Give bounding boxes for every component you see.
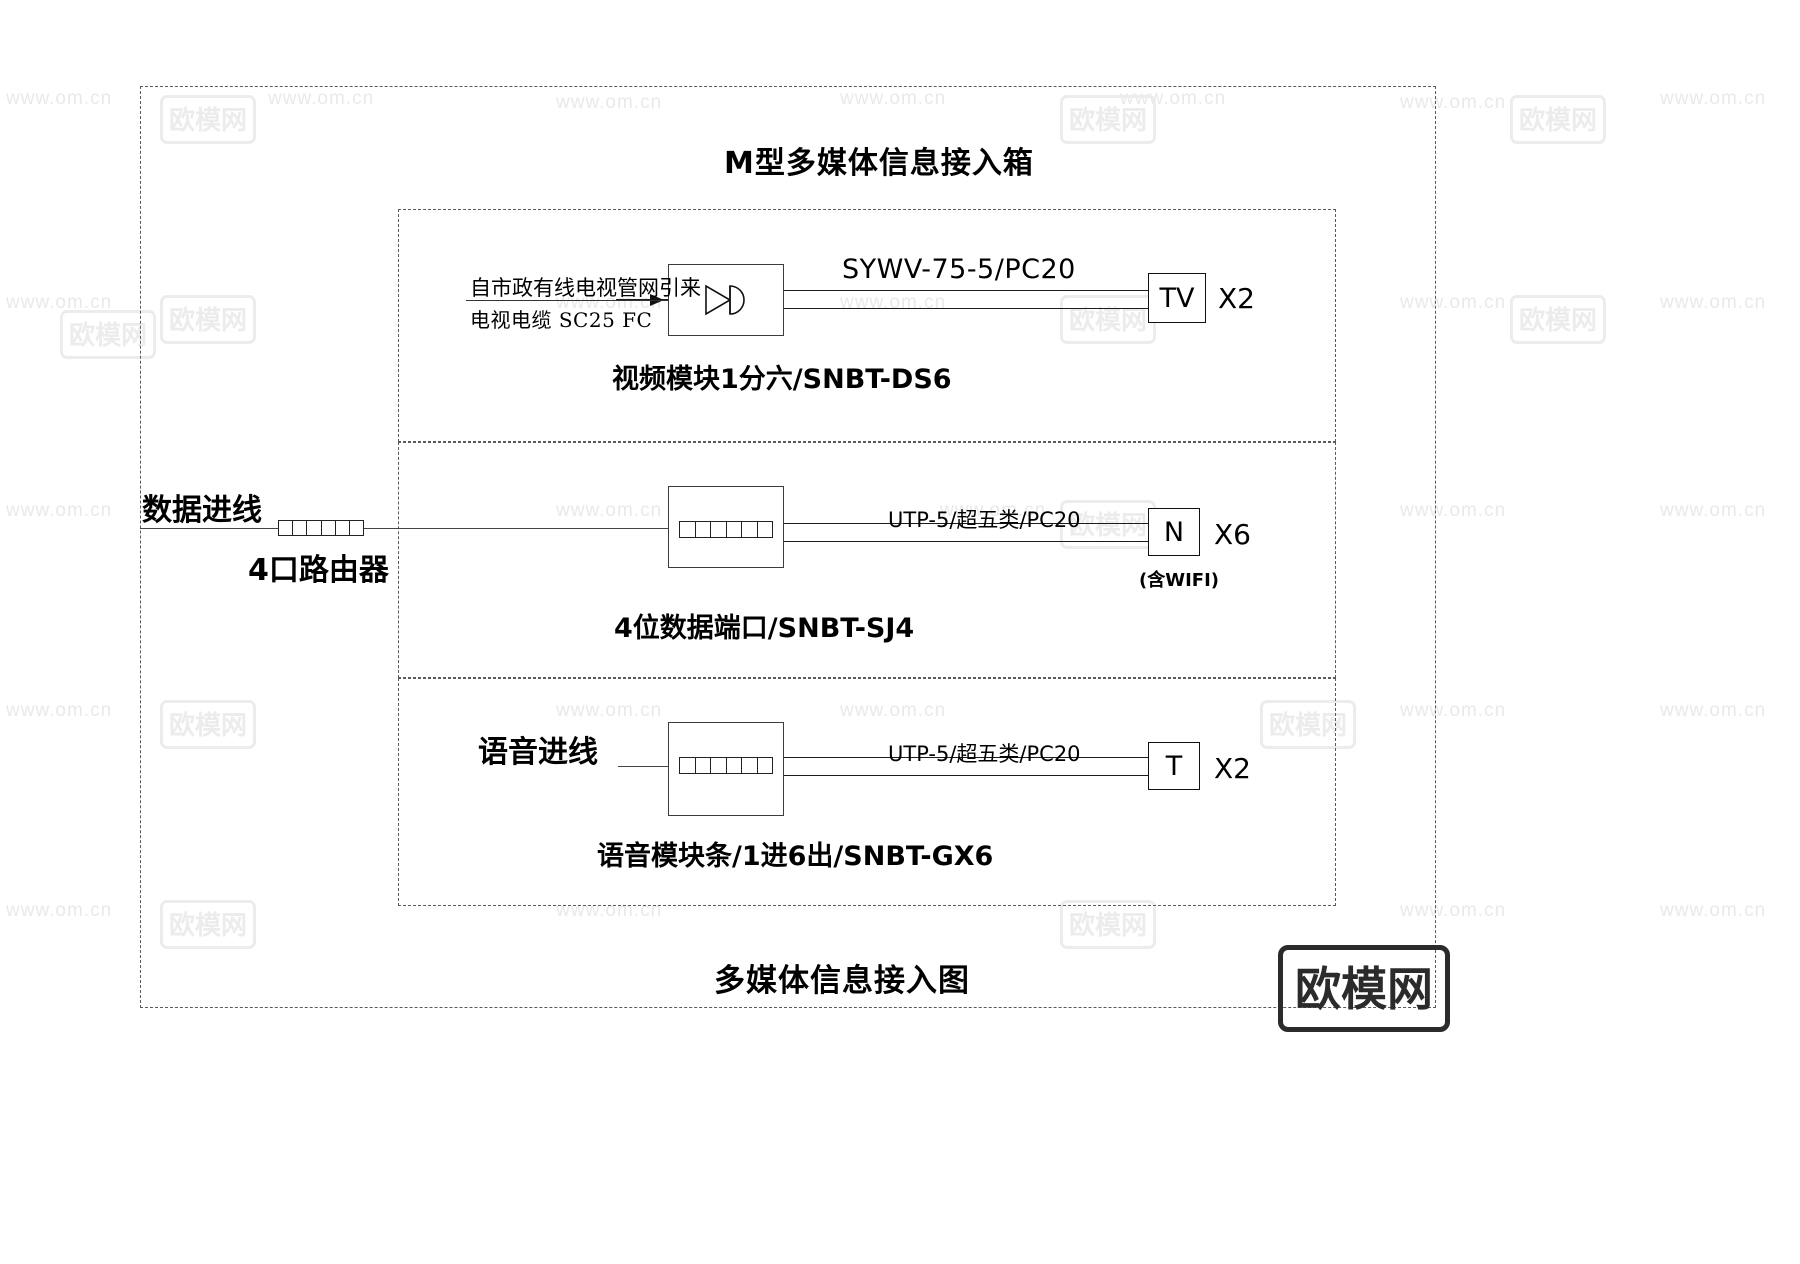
- strip-port: [742, 758, 758, 773]
- strip-port: [758, 758, 773, 773]
- voice-module-label: 语音模块条/1进6出/SNBT-GX6: [597, 841, 994, 872]
- network-terminal-box: N: [1148, 508, 1200, 556]
- data-incoming-label: 数据进线: [142, 493, 262, 528]
- network-terminal-note: (含WIFI): [1139, 570, 1219, 591]
- tv-terminal-qty: X2: [1218, 282, 1255, 315]
- telephone-terminal-box: T: [1148, 742, 1200, 790]
- site-logo-text: 欧模网: [1278, 945, 1450, 1032]
- video-section-frame: [398, 209, 1336, 442]
- data-output-line-upper: [784, 523, 1148, 524]
- video-source-line2: 电视电缆 SC25 FC: [470, 308, 653, 332]
- strip-port: [350, 521, 363, 535]
- amplifier-splitter-icon: [705, 284, 745, 316]
- strip-port: [742, 522, 758, 537]
- video-source-underline: [466, 300, 668, 301]
- strip-port: [293, 521, 308, 535]
- outer-frame: [140, 86, 1436, 1008]
- strip-port: [322, 521, 336, 535]
- network-terminal-qty: X6: [1214, 518, 1251, 551]
- strip-port: [711, 758, 727, 773]
- strip-port: [727, 758, 742, 773]
- strip-port: [727, 522, 742, 537]
- voice-cable-label: UTP-5/超五类/PC20: [888, 742, 1081, 766]
- voice-output-line-upper: [784, 757, 1148, 758]
- network-terminal-label: N: [1163, 516, 1185, 548]
- video-cable-label: SYWV-75-5/PC20: [842, 254, 1076, 285]
- data-module-label: 4位数据端口/SNBT-SJ4: [614, 613, 915, 644]
- strip-port: [680, 758, 696, 773]
- voice-section-frame: [398, 678, 1336, 906]
- telephone-terminal-label: T: [1165, 750, 1183, 782]
- voice-incoming-label: 语音进线: [478, 735, 598, 770]
- strip-port: [680, 522, 696, 537]
- strip-port: [336, 521, 350, 535]
- router-label: 4口路由器: [248, 553, 389, 588]
- data-output-line-lower: [784, 541, 1148, 542]
- telephone-terminal-qty: X2: [1214, 752, 1251, 785]
- strip-port: [711, 522, 727, 537]
- data-incoming-line-left: [140, 528, 278, 529]
- site-logo: 欧模网: [1278, 945, 1450, 1032]
- voice-module-port-strip: [679, 757, 773, 774]
- strip-port: [696, 758, 711, 773]
- footer-title: 多媒体信息接入图: [714, 963, 970, 999]
- video-module-label: 视频模块1分六/SNBT-DS6: [612, 364, 952, 395]
- router-connector-strip: [278, 520, 364, 536]
- data-cable-label: UTP-5/超五类/PC20: [888, 508, 1081, 532]
- video-output-line-lower: [784, 308, 1148, 309]
- strip-port: [279, 521, 294, 535]
- video-input-line: [616, 299, 668, 300]
- strip-port: [758, 522, 773, 537]
- strip-port: [696, 522, 711, 537]
- data-section-frame: [398, 442, 1336, 678]
- video-source-line1: 自市政有线电视管网引来: [470, 276, 701, 300]
- data-module-port-strip: [679, 521, 773, 538]
- video-output-line-upper: [784, 290, 1148, 291]
- data-incoming-line-right: [364, 528, 668, 529]
- tv-terminal-box: TV: [1148, 273, 1206, 323]
- voice-incoming-line: [618, 766, 668, 767]
- voice-output-line-lower: [784, 775, 1148, 776]
- strip-port: [307, 521, 322, 535]
- page-title: M型多媒体信息接入箱: [724, 146, 1034, 181]
- tv-terminal-label: TV: [1159, 282, 1195, 314]
